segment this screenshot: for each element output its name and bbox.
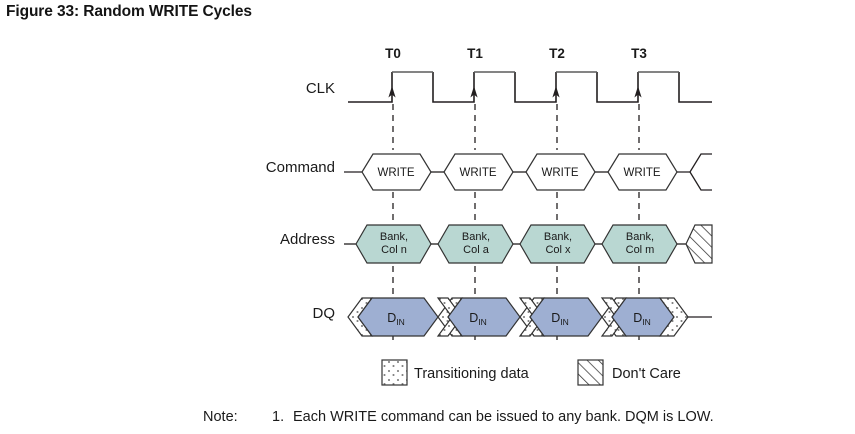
address-cell-line1-3: Bank, xyxy=(626,231,654,243)
address-cell-2: Bank, Col x xyxy=(519,224,596,264)
tick-label-t0: T0 xyxy=(385,46,401,61)
dq-trailing-transition xyxy=(658,297,712,337)
tick-label-t3: T3 xyxy=(631,46,647,61)
transitioning-data-swatch xyxy=(381,359,408,386)
transitioning-data-label: Transitioning data xyxy=(414,366,530,382)
dq-cell-label-3: DIN xyxy=(633,311,651,327)
dq-row: DIN DIN DIN DIN xyxy=(347,297,712,337)
tick-gridlines xyxy=(392,104,640,342)
command-cell-0: WRITE xyxy=(361,153,432,191)
command-cell-3: WRITE xyxy=(607,153,678,191)
legend: Transitioning data Don't Care xyxy=(381,359,681,386)
row-label-address: Address xyxy=(280,231,335,248)
dont-care-label: Don't Care xyxy=(612,366,681,382)
address-cell-line1-0: Bank, xyxy=(380,231,408,243)
note-prefix: Note: xyxy=(203,409,238,425)
address-cell-line2-0: Col n xyxy=(381,244,407,256)
address-cell-0: Bank, Col n xyxy=(355,224,432,264)
dq-cell-label-1: DIN xyxy=(469,311,487,327)
note-body: Each WRITE command can be issued to any … xyxy=(293,409,714,425)
dq-cell-0: DIN xyxy=(357,297,439,337)
row-label-clk: CLK xyxy=(306,80,335,97)
clk-waveform xyxy=(348,71,712,103)
command-cell-1: WRITE xyxy=(443,153,514,191)
row-label-dq: DQ xyxy=(313,305,336,322)
dq-cell-label-2: DIN xyxy=(551,311,569,327)
legend-item-dont-care: Don't Care xyxy=(577,359,681,386)
address-row: Bank, Col n Bank, Col a Bank, Col x Bank… xyxy=(344,224,713,264)
command-cell-label-1: WRITE xyxy=(459,167,496,179)
tick-labels: T0 T1 T2 T3 xyxy=(385,46,647,61)
legend-item-transitioning: Transitioning data xyxy=(381,359,530,386)
tick-label-t2: T2 xyxy=(549,46,565,61)
figure-title: Figure 33: Random WRITE Cycles xyxy=(6,3,252,20)
command-cell-2: WRITE xyxy=(525,153,596,191)
command-cell-label-0: WRITE xyxy=(377,167,414,179)
dont-care-swatch xyxy=(577,359,604,386)
address-cell-1: Bank, Col a xyxy=(437,224,514,264)
address-cell-3: Bank, Col m xyxy=(601,224,678,264)
address-cell-line1-1: Bank, xyxy=(462,231,490,243)
row-labels: CLK Command Address DQ xyxy=(266,80,335,322)
clk-rising-edge-arrows xyxy=(388,86,642,98)
dq-cell-2: DIN xyxy=(529,297,603,337)
address-cell-line2-3: Col m xyxy=(626,244,655,256)
address-cell-line2-2: Col x xyxy=(545,244,571,256)
dq-cell-label-0: DIN xyxy=(387,311,405,327)
address-dont-care-block xyxy=(677,224,713,264)
command-cell-label-2: WRITE xyxy=(541,167,578,179)
note-number: 1. xyxy=(272,409,284,425)
note: Note: 1. Each WRITE command can be issue… xyxy=(203,409,714,425)
row-label-command: Command xyxy=(266,159,335,176)
address-cell-line1-2: Bank, xyxy=(544,231,572,243)
address-cell-line2-1: Col a xyxy=(463,244,490,256)
tick-label-t1: T1 xyxy=(467,46,483,61)
dq-cell-1: DIN xyxy=(447,297,521,337)
command-cell-label-3: WRITE xyxy=(623,167,660,179)
command-row: WRITE WRITE WRITE WRITE xyxy=(344,153,712,191)
